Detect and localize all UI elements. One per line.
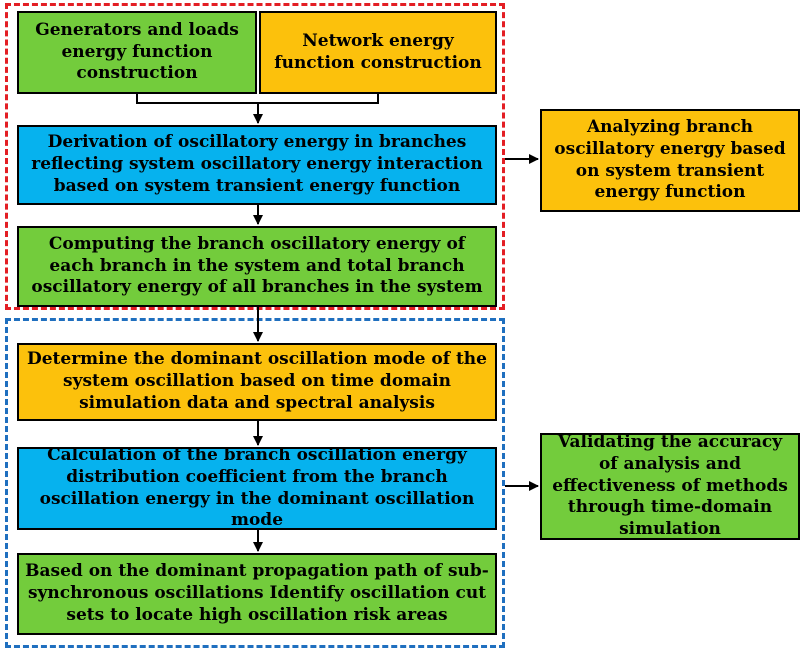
red-dashed-group: [5, 3, 505, 310]
computing-box: Computing the branch oscillatory energy …: [17, 226, 497, 307]
blue-dashed-group: [5, 318, 505, 648]
network-energy-box: Network energy function construction: [259, 11, 497, 94]
gen-loads-box: Generators and loads energy function con…: [17, 11, 257, 94]
analyzing-box: Analyzing branch oscillatory energy base…: [540, 109, 800, 212]
based-on-box: Based on the dominant propagation path o…: [17, 553, 497, 635]
derivation-box: Derivation of oscillatory energy in bran…: [17, 125, 497, 205]
merge-connector: [136, 94, 379, 104]
calculation-box: Calculation of the branch oscillation en…: [17, 445, 497, 530]
validating-box: Validating the accuracy of analysis and …: [540, 432, 800, 540]
determine-box: Determine the dominant oscillation mode …: [17, 343, 497, 421]
